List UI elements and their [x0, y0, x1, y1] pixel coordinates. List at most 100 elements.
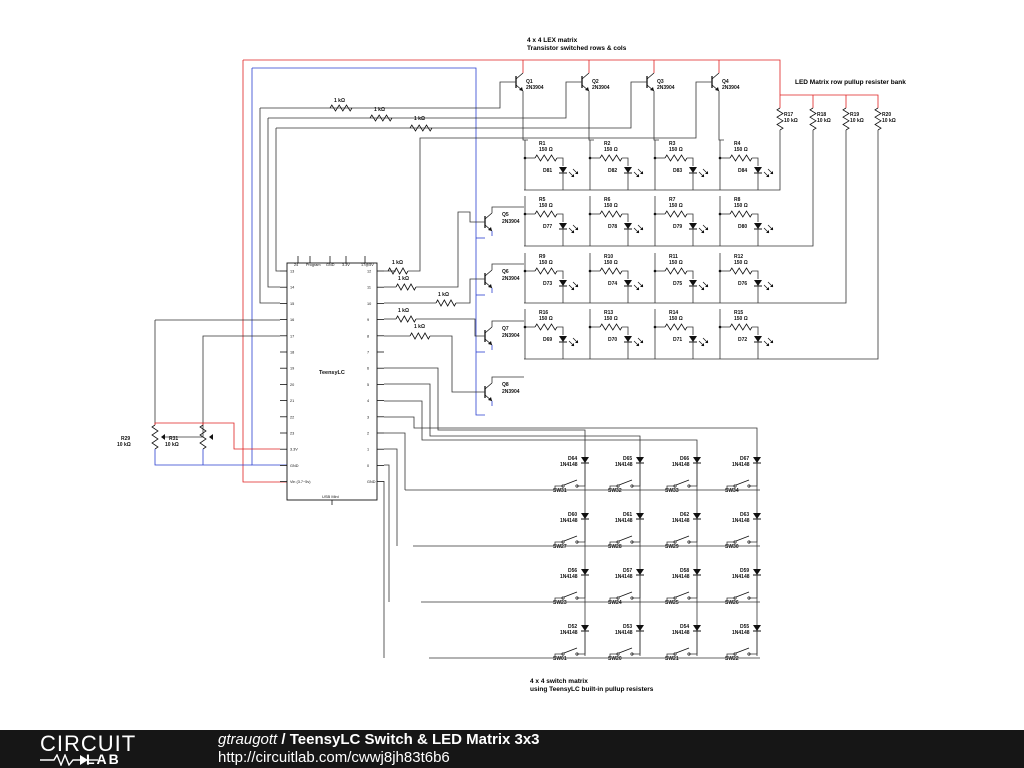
q-col-2-arrow — [585, 87, 589, 91]
led-resistor-value: 150 Ω — [734, 147, 748, 153]
diode — [624, 223, 632, 229]
led-arrow-head — [705, 340, 708, 343]
switch-diode-part: 1N4148 — [615, 574, 633, 580]
row-collector-wire — [491, 376, 524, 383]
switch-ref: SW27 — [553, 544, 567, 550]
led-ref: D75 — [673, 281, 682, 287]
switch-ref: SW23 — [553, 600, 567, 606]
q-row-7-arrow — [488, 341, 492, 345]
switch-diode-ref: D53 — [623, 624, 632, 630]
wire — [577, 631, 586, 655]
diode — [689, 223, 697, 229]
led-resistor-ref: R1 — [539, 141, 546, 147]
wire — [609, 653, 618, 658]
diode — [753, 625, 761, 631]
author-link[interactable]: gtraugott — [218, 731, 278, 748]
transistor-ref: Q4 — [722, 79, 729, 85]
logo-text-circuit: CIRCUIT — [40, 731, 137, 756]
switch-diode-ref: D58 — [680, 568, 689, 574]
diode — [581, 457, 589, 463]
lex-matrix-title: 4 x 4 LEX matrix — [527, 37, 578, 44]
left-pin-label: GND — [290, 464, 299, 468]
pot-value: 10 kΩ — [117, 442, 131, 448]
led-resistor-value: 150 Ω — [539, 316, 553, 322]
led-resistor-ref: R8 — [734, 197, 741, 203]
right-pin-label: 1 — [367, 448, 369, 452]
resistor — [395, 283, 417, 291]
resistor — [599, 154, 623, 162]
transistor-part: 2N3904 — [592, 85, 610, 91]
led-resistor-value: 150 Ω — [669, 203, 683, 209]
resistor — [387, 267, 409, 275]
junction-dot — [588, 212, 592, 216]
transistor-ref: Q6 — [502, 269, 509, 275]
led-arrow-head — [705, 227, 708, 230]
resistor — [664, 154, 688, 162]
right-pin-label: 3 — [367, 415, 369, 419]
wire — [554, 597, 563, 602]
led-resistor-value: 150 Ω — [539, 260, 553, 266]
transistor-ref: Q7 — [502, 326, 509, 332]
switch-lever — [618, 591, 633, 598]
gnd-rail — [252, 67, 485, 416]
diode — [559, 336, 567, 342]
pot-gnd — [154, 449, 252, 466]
emitter-col-wire — [588, 91, 594, 141]
led-arrow-head — [575, 284, 578, 287]
resistor — [534, 323, 558, 331]
led-resistor-value: 150 Ω — [604, 147, 618, 153]
switch-lever — [735, 647, 750, 654]
circuit-url[interactable]: http://circuitlab.com/cwwj8jh83t6b6 — [218, 749, 450, 766]
wire — [778, 130, 781, 191]
resistor-value: 1 kΩ — [398, 308, 409, 314]
led-resistor-ref: R7 — [669, 197, 676, 203]
diode — [581, 625, 589, 631]
left-pin-label: 17 — [290, 334, 294, 338]
diode — [689, 167, 697, 173]
emitter-col-wire — [522, 91, 528, 141]
junction-dot — [653, 325, 657, 329]
diode — [754, 336, 762, 342]
diode — [559, 167, 567, 173]
teensylc-label: TeensyLC — [319, 370, 345, 376]
junction-dot — [718, 156, 722, 160]
pullup-value: 10 kΩ — [817, 118, 831, 124]
led-resistor-value: 150 Ω — [734, 203, 748, 209]
switch-diode-part: 1N4148 — [732, 462, 750, 468]
right-pin-label: 11 — [367, 286, 371, 290]
switch-ref: SW20 — [608, 656, 622, 662]
switch-diode-ref: D63 — [740, 512, 749, 518]
q-col-3-collector — [646, 72, 655, 80]
switch-lever — [735, 479, 750, 486]
led-arrow-head — [636, 343, 639, 346]
diode — [636, 513, 644, 519]
led-resistor-ref: R3 — [669, 141, 676, 147]
wire — [752, 213, 759, 222]
diode — [754, 167, 762, 173]
wire — [749, 463, 758, 487]
left-pin-label: 23 — [290, 432, 294, 436]
wire — [687, 213, 694, 222]
wire — [689, 575, 698, 599]
logo-resistor-icon — [40, 754, 98, 766]
pot-wiper — [209, 434, 213, 440]
led-arrow-head — [640, 284, 643, 287]
circuitlab-logo[interactable]: CIRCUIT LAB — [40, 731, 180, 767]
led-ref: D80 — [738, 224, 747, 230]
led-resistor-ref: R12 — [734, 254, 743, 260]
pot-ref: R31 — [169, 436, 178, 442]
switch-diode-ref: D57 — [623, 568, 632, 574]
led-arrow-head — [770, 227, 773, 230]
wire — [632, 463, 641, 487]
led-resistor-value: 150 Ω — [604, 316, 618, 322]
junction-dot — [588, 156, 592, 160]
q-col-2-collector — [581, 72, 590, 80]
wire — [689, 631, 698, 655]
transistor-part: 2N3904 — [502, 276, 520, 282]
switch-diode-part: 1N4148 — [732, 574, 750, 580]
wire — [557, 326, 564, 335]
base-wire — [276, 81, 647, 129]
q-col-1-arrow — [519, 87, 523, 91]
diode — [636, 457, 644, 463]
